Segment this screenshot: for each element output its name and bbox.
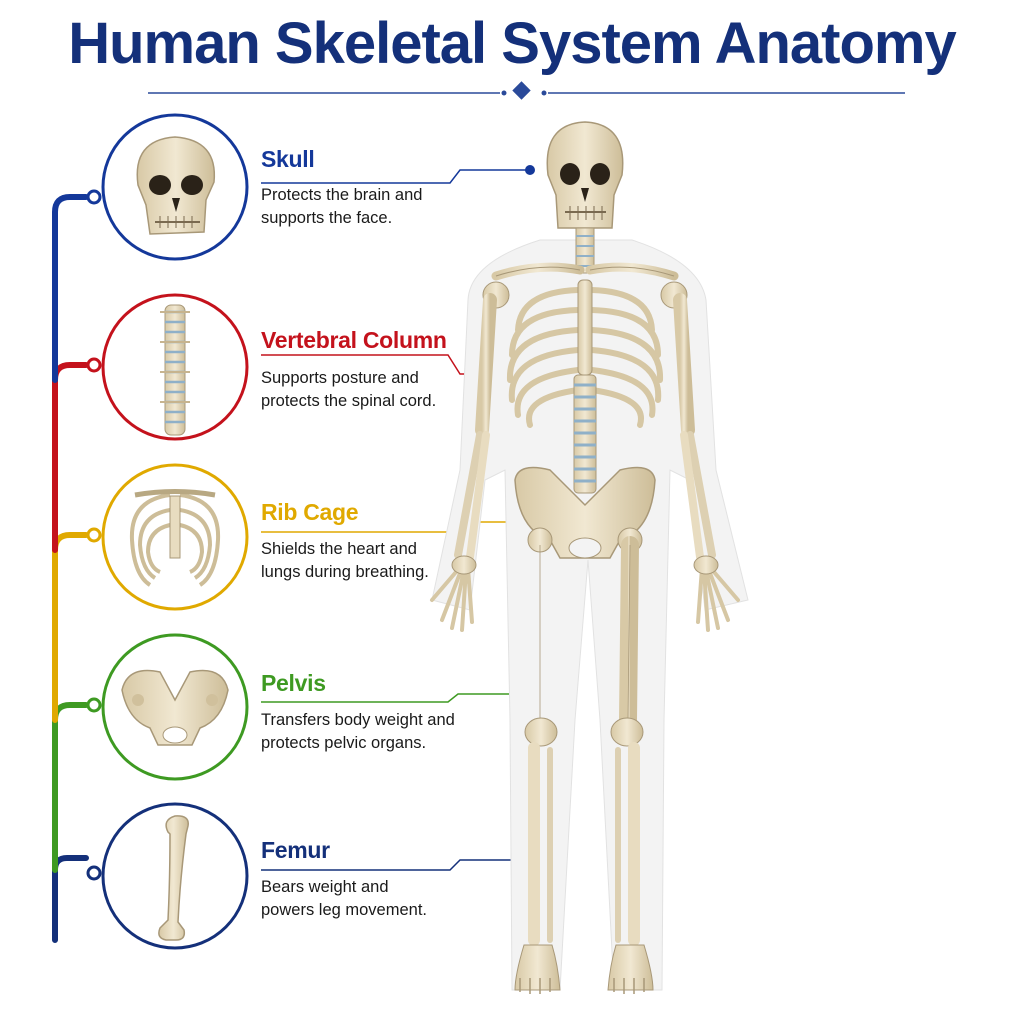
- connector-rail: [55, 197, 86, 940]
- skull-icon: [137, 137, 214, 234]
- description-line: protects pelvic organs.: [261, 732, 491, 755]
- description-line: Protects the brain and: [261, 184, 491, 207]
- description-femur: Bears weight and powers leg movement.: [261, 876, 491, 922]
- label-pelvis: Pelvis: [261, 670, 326, 697]
- description-rib-cage: Shields the heart and lungs during breat…: [261, 538, 491, 584]
- label-vertebral-column: Vertebral Column: [261, 327, 447, 354]
- description-line: powers leg movement.: [261, 899, 491, 922]
- rail-nodes: [88, 191, 100, 879]
- description-line: Transfers body weight and: [261, 709, 491, 732]
- label-femur: Femur: [261, 837, 330, 864]
- vertebral-icon-frame: [103, 295, 247, 439]
- label-skull: Skull: [261, 146, 314, 173]
- title-divider: [148, 81, 905, 99]
- description-skull: Protects the brain and supports the face…: [261, 184, 491, 230]
- description-line: Supports posture and: [261, 367, 491, 390]
- skull-icon-frame: [103, 115, 247, 259]
- rib-icon-frame: [103, 465, 247, 609]
- label-rib-cage: Rib Cage: [261, 499, 358, 526]
- skull: [547, 122, 622, 228]
- description-line: supports the face.: [261, 207, 491, 230]
- femur-icon-frame: [103, 804, 247, 948]
- description-line: protects the spinal cord.: [261, 390, 491, 413]
- description-line: lungs during breathing.: [261, 561, 491, 584]
- vertebral-column-icon: [160, 305, 190, 435]
- description-vertebral-column: Supports posture and protects the spinal…: [261, 367, 491, 413]
- description-line: Bears weight and: [261, 876, 491, 899]
- description-pelvis: Transfers body weight and protects pelvi…: [261, 709, 491, 755]
- pelvis-icon-frame: [103, 635, 247, 779]
- description-line: Shields the heart and: [261, 538, 491, 561]
